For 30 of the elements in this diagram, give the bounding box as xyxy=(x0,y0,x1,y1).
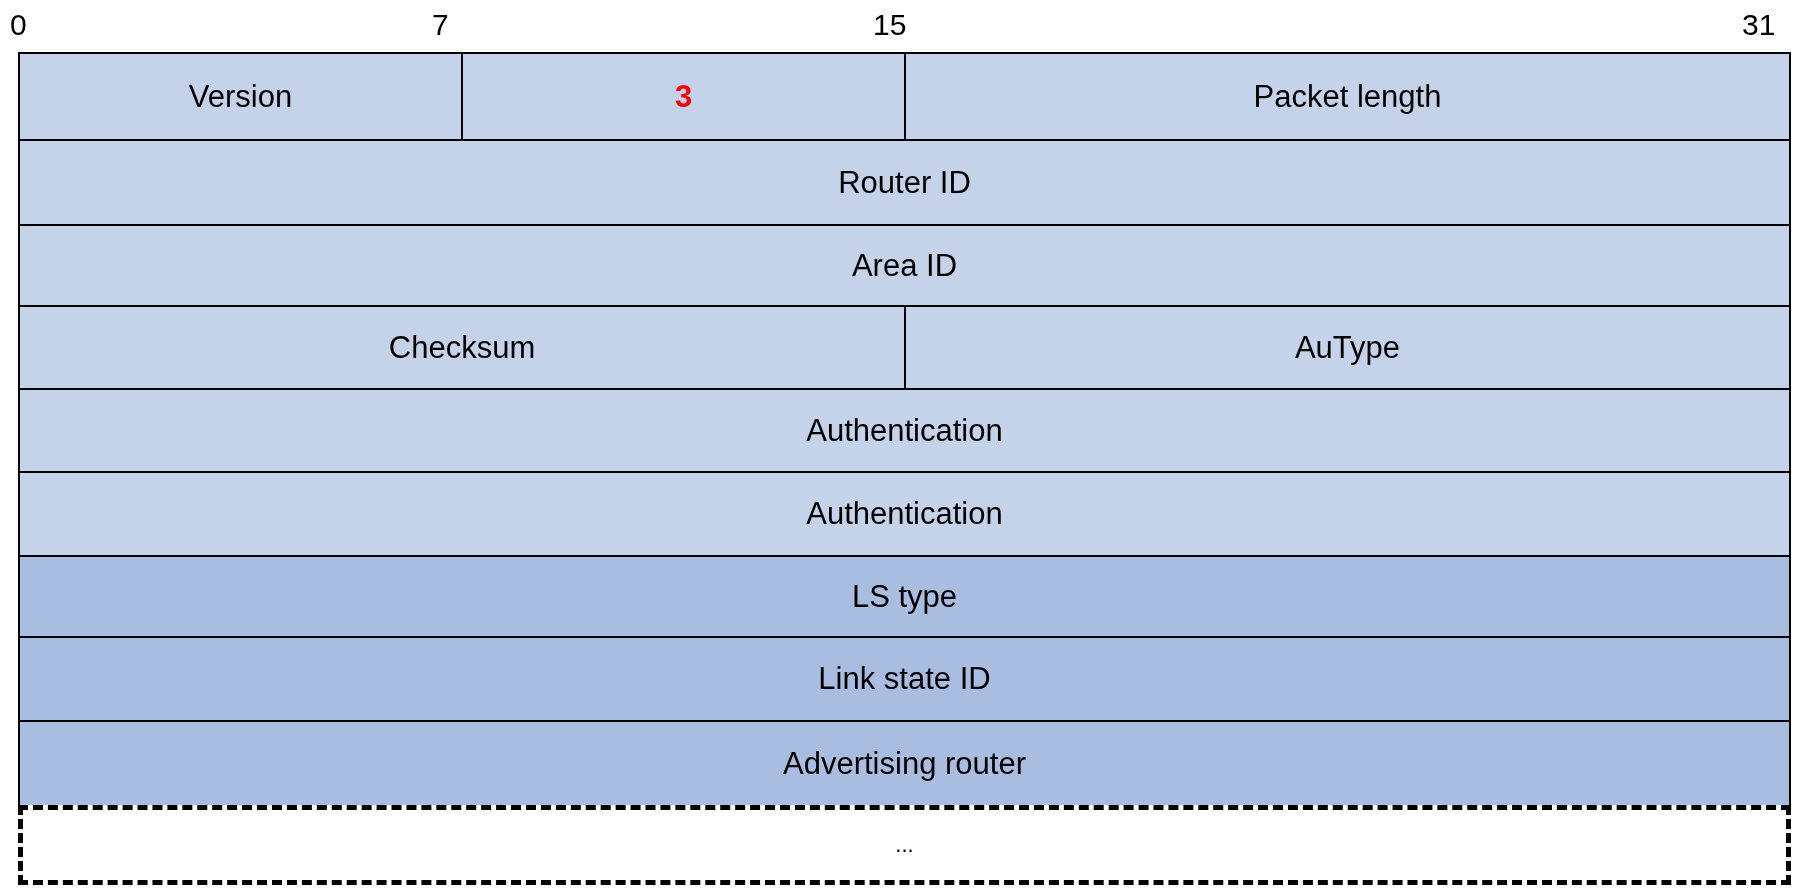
header-field xyxy=(18,471,1791,557)
field-label: Area ID xyxy=(851,247,958,284)
field-label: Authentication xyxy=(806,496,1003,532)
field-label: AuType xyxy=(1294,329,1401,366)
field-label: Advertising router xyxy=(783,745,1026,782)
header-field xyxy=(18,720,1791,807)
bit-number: 0 xyxy=(10,8,27,42)
bit-number: 7 xyxy=(432,8,449,42)
header-field xyxy=(18,139,1791,226)
header-field xyxy=(904,305,1791,390)
header-field xyxy=(461,52,906,141)
bit-number: 31 xyxy=(1742,8,1776,42)
field-label: Packet length xyxy=(1253,78,1442,115)
field-label: Authentication xyxy=(806,412,1003,449)
field-label: Link state ID xyxy=(818,661,991,697)
header-field xyxy=(18,388,1791,473)
field-label: ... xyxy=(895,832,914,858)
header-field xyxy=(904,52,1791,141)
field-label: 3 xyxy=(674,78,693,115)
field-label: Version xyxy=(188,78,293,115)
bit-number: 15 xyxy=(873,8,907,42)
continuation-field xyxy=(18,805,1791,885)
header-field xyxy=(18,636,1791,722)
header-field xyxy=(18,52,463,141)
header-field xyxy=(18,224,1791,307)
header-field xyxy=(18,305,906,390)
field-label: Router ID xyxy=(838,164,971,201)
field-label: LS type xyxy=(851,578,958,615)
field-label: Checksum xyxy=(388,329,536,366)
header-field xyxy=(18,555,1791,638)
